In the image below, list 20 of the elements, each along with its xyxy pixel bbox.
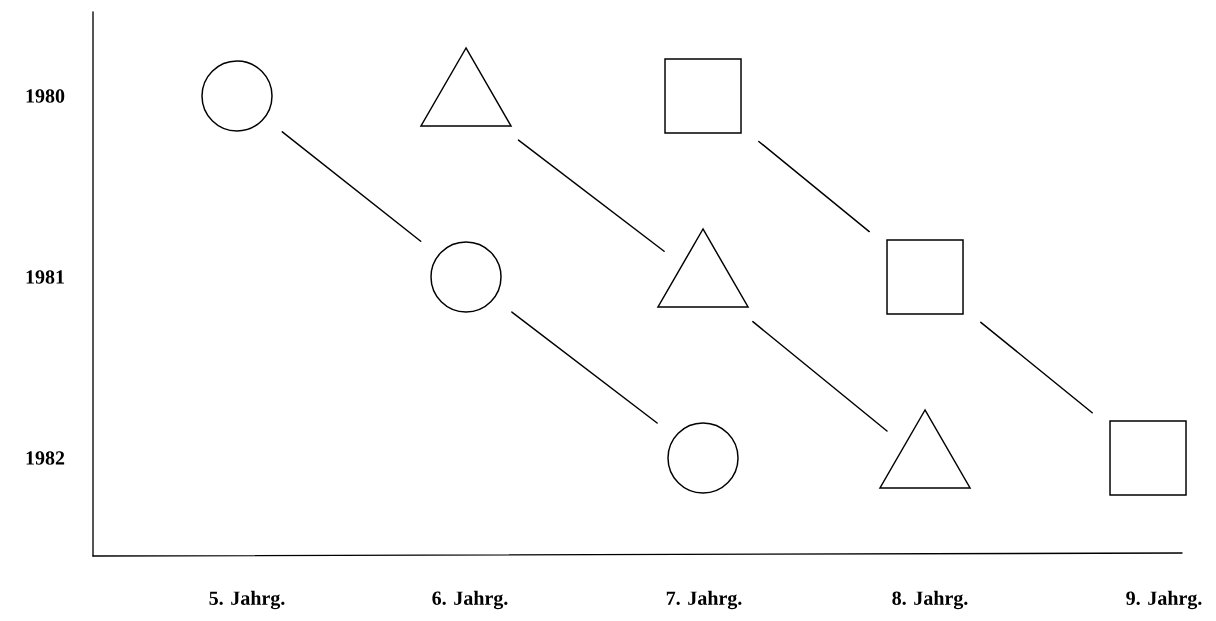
connector-line xyxy=(758,140,870,233)
square-marker xyxy=(1109,420,1187,496)
connector-line xyxy=(511,311,658,424)
connector-line xyxy=(752,320,888,432)
axis-label: 8. Jahrg. xyxy=(892,590,968,610)
square-marker xyxy=(664,58,742,134)
connector-line xyxy=(517,139,665,253)
axis-label: 9. Jahrg. xyxy=(1126,590,1202,610)
circle-marker xyxy=(430,241,502,313)
square-marker xyxy=(886,239,964,315)
axis-label: 6. Jahrg. xyxy=(432,590,508,610)
circle-marker xyxy=(201,60,273,132)
year-label: 1981 xyxy=(26,270,64,284)
year-label: 1982 xyxy=(26,451,65,465)
axis-label: 7. Jahrg. xyxy=(666,590,742,610)
connector-line xyxy=(980,321,1093,414)
circle-marker xyxy=(667,422,739,494)
year-label: 1980 xyxy=(26,89,65,103)
connector-line xyxy=(281,131,422,242)
axis-label: 5. Jahrg. xyxy=(209,590,285,610)
